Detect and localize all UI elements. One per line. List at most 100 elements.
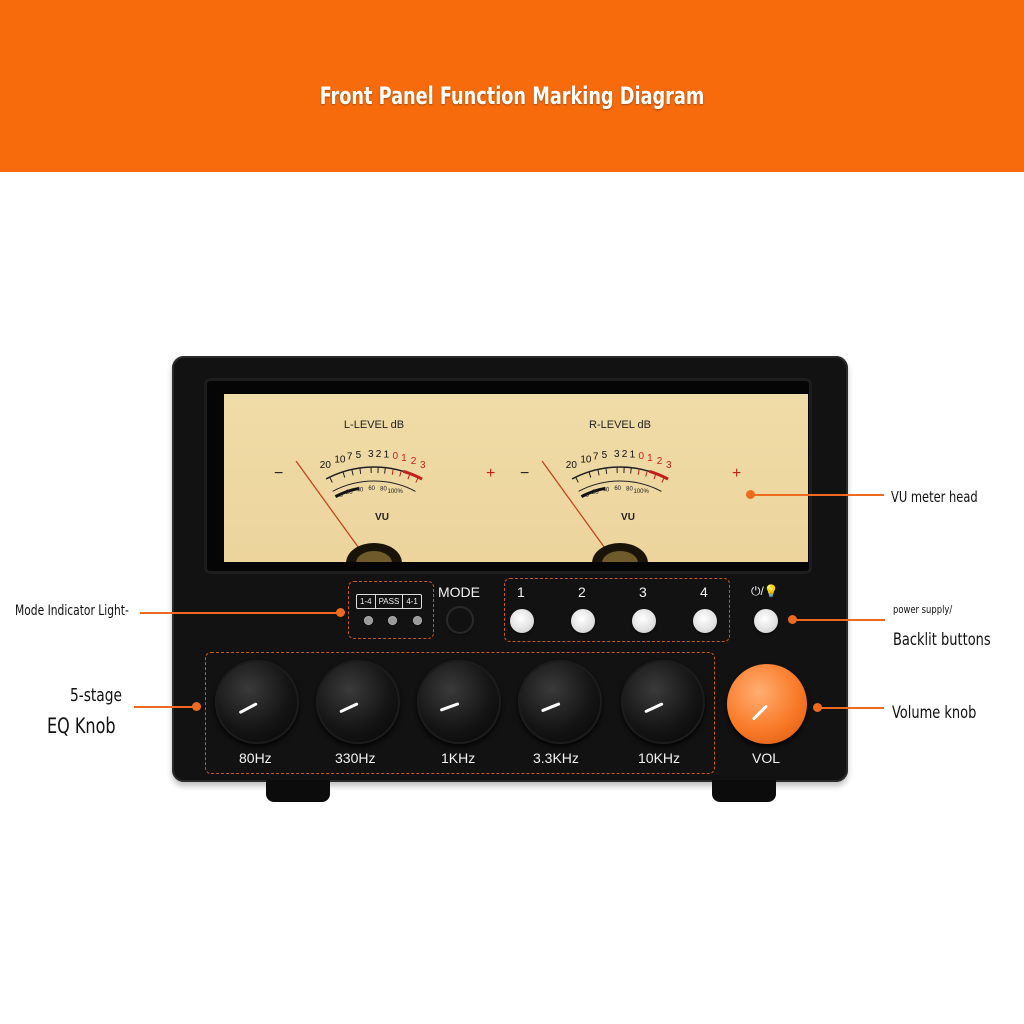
mode-led-2 — [388, 616, 397, 625]
mode-led-3 — [413, 616, 422, 625]
volume-callout-line — [818, 707, 884, 709]
volume-callout-dot — [813, 703, 822, 712]
left-db-tick — [407, 473, 411, 480]
left-db-tick-label: 3 — [420, 460, 426, 471]
left-db-tick — [415, 476, 419, 483]
left-percent-label: 40 — [357, 487, 364, 493]
right-vu-label: VU — [621, 512, 635, 523]
page-title: Front Panel Function Marking Diagram — [319, 82, 705, 110]
mode-badge-2: PASS — [376, 595, 404, 608]
eq-knob-10khz[interactable] — [621, 660, 705, 744]
right-percent-label: 60 — [614, 486, 621, 492]
right-percent-label: 100% — [633, 489, 649, 495]
right-db-tick — [645, 470, 648, 477]
left-db-tick-label: 20 — [320, 460, 332, 471]
mode-indicator-annotation: Mode Indicator Light- — [15, 603, 129, 619]
right-percent-label: 80 — [626, 487, 633, 493]
left-db-tick-label: 0 — [392, 451, 398, 462]
power-callout-line — [792, 619, 885, 621]
mode-callout-dot — [336, 608, 345, 617]
left-vu-label: VU — [375, 512, 389, 523]
right-db-tick — [597, 469, 600, 476]
right-meter-title: R-LEVEL dB — [589, 419, 651, 431]
eq-callout-line — [134, 706, 196, 708]
left-percent-label: 80 — [380, 487, 387, 493]
right-db-tick-label: 5 — [602, 450, 608, 461]
right-foot — [712, 780, 776, 802]
input-2-button[interactable] — [571, 609, 595, 633]
right-percent-label: 0 — [585, 493, 589, 499]
left-percent-label: 20 — [346, 490, 353, 496]
eq-label-3-3khz: 3.3KHz — [533, 750, 579, 766]
input-1-label: 1 — [517, 584, 525, 600]
right-db-tick-label: 20 — [566, 460, 578, 471]
eq-knob-80hz[interactable] — [215, 660, 299, 744]
right-db-tick — [605, 467, 608, 474]
eq-knob-1khz[interactable] — [417, 660, 501, 744]
mode-button[interactable] — [448, 608, 472, 632]
right-db-tick-label: 1 — [647, 453, 653, 464]
right-db-tick-label: 1 — [630, 450, 636, 461]
mode-callout-line — [140, 612, 340, 614]
left-db-tick — [384, 467, 386, 474]
input-1-button[interactable] — [510, 609, 534, 633]
left-db-tick-label: 5 — [356, 450, 362, 461]
left-db-tick-label: 3 — [368, 449, 374, 460]
right-plus-sign: + — [732, 465, 741, 482]
mode-badge-3: 4-1 — [406, 597, 418, 606]
left-foot — [266, 780, 330, 802]
input-2-label: 2 — [578, 584, 586, 600]
right-db-tick-label: 7 — [593, 452, 599, 463]
eq-annotation-line2: EQ Knob — [47, 714, 116, 738]
vu-callout-dot — [746, 490, 755, 499]
right-db-tick — [637, 468, 640, 475]
right-db-tick-label: 2 — [657, 456, 663, 467]
title-banner — [0, 0, 1024, 172]
left-red-arc — [402, 469, 423, 481]
eq-knob-3-3khz[interactable] — [518, 660, 602, 744]
input-4-button[interactable] — [693, 609, 717, 633]
left-needle-hub-center — [356, 551, 392, 562]
right-percent-label: 20 — [592, 490, 599, 496]
mode-badge-1: 1-4 — [357, 595, 376, 608]
eq-annotation-line1: 5-stage — [70, 685, 122, 706]
left-plus-sign: + — [486, 465, 495, 482]
left-minus-sign: − — [274, 465, 283, 482]
power-backlight-button[interactable] — [754, 609, 778, 633]
left-db-tick — [359, 467, 362, 474]
input-buttons-outline — [504, 578, 730, 642]
power-supply-annotation: power supply/ — [893, 603, 953, 616]
power-callout-dot — [788, 615, 797, 624]
left-db-tick — [342, 471, 346, 478]
left-db-tick — [391, 468, 394, 475]
left-db-tick — [351, 469, 354, 476]
input-3-button[interactable] — [632, 609, 656, 633]
volume-knob[interactable] — [727, 664, 807, 744]
left-percent-label: 100% — [387, 489, 403, 495]
right-db-tick-label: 3 — [666, 460, 672, 471]
right-db-tick-label: 3 — [614, 449, 620, 460]
eq-label-80hz: 80Hz — [239, 750, 272, 766]
right-db-tick — [653, 473, 657, 480]
input-4-label: 4 — [700, 584, 708, 600]
left-scale-arc — [325, 466, 404, 480]
eq-label-10khz: 10KHz — [638, 750, 681, 766]
right-red-arc — [648, 469, 669, 481]
right-percent-label: 40 — [603, 487, 610, 493]
input-3-label: 3 — [639, 584, 647, 600]
eq-label-330hz: 330Hz — [335, 750, 376, 766]
left-percent-label: 0 — [339, 493, 343, 499]
left-db-tick-label: 7 — [347, 452, 353, 463]
power-backlight-icon: ⏻/💡 — [751, 584, 779, 598]
volume-knob-pointer — [751, 704, 769, 721]
right-db-tick-label: 0 — [638, 451, 644, 462]
mode-indicator-outline — [348, 581, 434, 639]
left-db-tick-label: 2 — [376, 449, 382, 460]
eq-knob-330hz[interactable] — [316, 660, 400, 744]
left-db-tick-label: 10 — [334, 454, 346, 465]
left-inner-bar — [334, 486, 360, 498]
mode-label: MODE — [438, 584, 480, 600]
eq-knob-3-3khz-pointer — [540, 702, 561, 713]
